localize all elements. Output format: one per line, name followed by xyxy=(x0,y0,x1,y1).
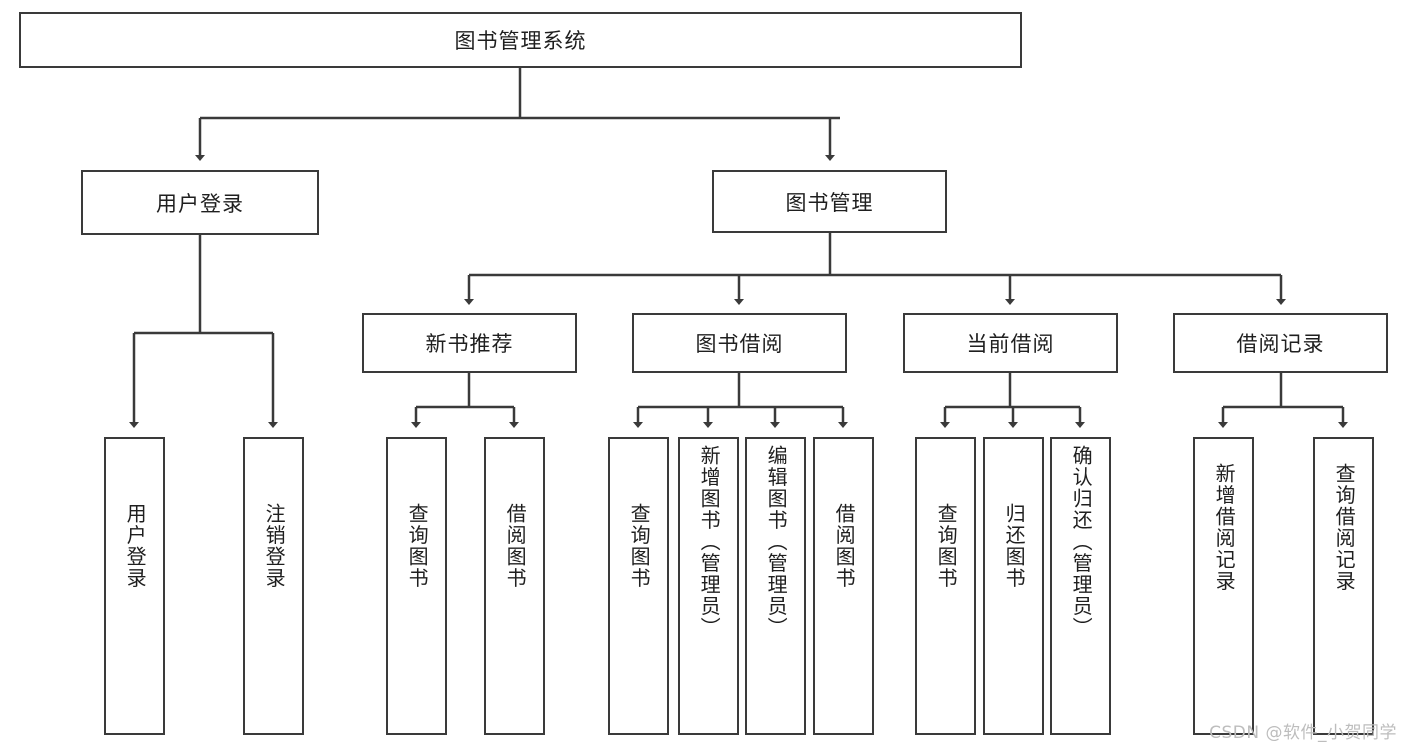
node-label: 当前借阅 xyxy=(966,332,1055,356)
leaf-label: 注销登录 xyxy=(262,503,287,589)
leaf-confirm-return-admin[interactable]: 确认归还（管理员） xyxy=(1050,437,1111,735)
leaf-query-book-current[interactable]: 查询图书 xyxy=(915,437,976,735)
leaf-label: 借阅图书 xyxy=(503,503,528,589)
leaf-label: 用户登录 xyxy=(123,503,148,589)
node-label: 图书管理 xyxy=(785,190,874,215)
leaf-label: 查询图书 xyxy=(627,503,652,589)
watermark: CSDN @软件_小贺同学 xyxy=(1209,723,1397,743)
leaf-label: 归还图书 xyxy=(1002,503,1027,589)
leaf-label: 新增图书（管理员） xyxy=(697,445,722,639)
node-label: 图书借阅 xyxy=(695,332,784,356)
node-label: 图书管理系统 xyxy=(454,29,587,53)
leaf-logout-login[interactable]: 注销登录 xyxy=(243,437,304,735)
leaf-label: 确认归还（管理员） xyxy=(1069,445,1094,639)
leaf-edit-book-admin[interactable]: 编辑图书（管理员） xyxy=(745,437,806,735)
leaf-return-book[interactable]: 归还图书 xyxy=(983,437,1044,735)
node-label: 借阅记录 xyxy=(1236,332,1325,356)
leaf-add-book-admin[interactable]: 新增图书（管理员） xyxy=(678,437,739,735)
leaf-label: 查询图书 xyxy=(934,503,959,589)
node-new-book-recommend[interactable]: 新书推荐 xyxy=(362,313,577,373)
leaf-query-book-borrow[interactable]: 查询图书 xyxy=(608,437,669,735)
leaf-user-login[interactable]: 用户登录 xyxy=(104,437,165,735)
leaf-label: 新增借阅记录 xyxy=(1212,463,1237,592)
node-book-management[interactable]: 图书管理 xyxy=(712,170,947,233)
node-root-book-management-system[interactable]: 图书管理系统 xyxy=(19,12,1022,68)
node-user-login[interactable]: 用户登录 xyxy=(81,170,319,235)
leaf-query-borrow-record[interactable]: 查询借阅记录 xyxy=(1313,437,1374,735)
leaf-label: 编辑图书（管理员） xyxy=(764,445,789,639)
node-borrow-record[interactable]: 借阅记录 xyxy=(1173,313,1388,373)
node-current-borrow[interactable]: 当前借阅 xyxy=(903,313,1118,373)
leaf-label: 查询借阅记录 xyxy=(1332,463,1357,592)
leaf-label: 查询图书 xyxy=(405,503,430,589)
node-book-borrow[interactable]: 图书借阅 xyxy=(632,313,847,373)
leaf-add-borrow-record[interactable]: 新增借阅记录 xyxy=(1193,437,1254,735)
leaf-borrow-book-recommend[interactable]: 借阅图书 xyxy=(484,437,545,735)
leaf-label: 借阅图书 xyxy=(832,503,857,589)
leaf-borrow-book[interactable]: 借阅图书 xyxy=(813,437,874,735)
node-label: 新书推荐 xyxy=(425,332,514,356)
leaf-query-book-recommend[interactable]: 查询图书 xyxy=(386,437,447,735)
node-label: 用户登录 xyxy=(156,191,244,216)
